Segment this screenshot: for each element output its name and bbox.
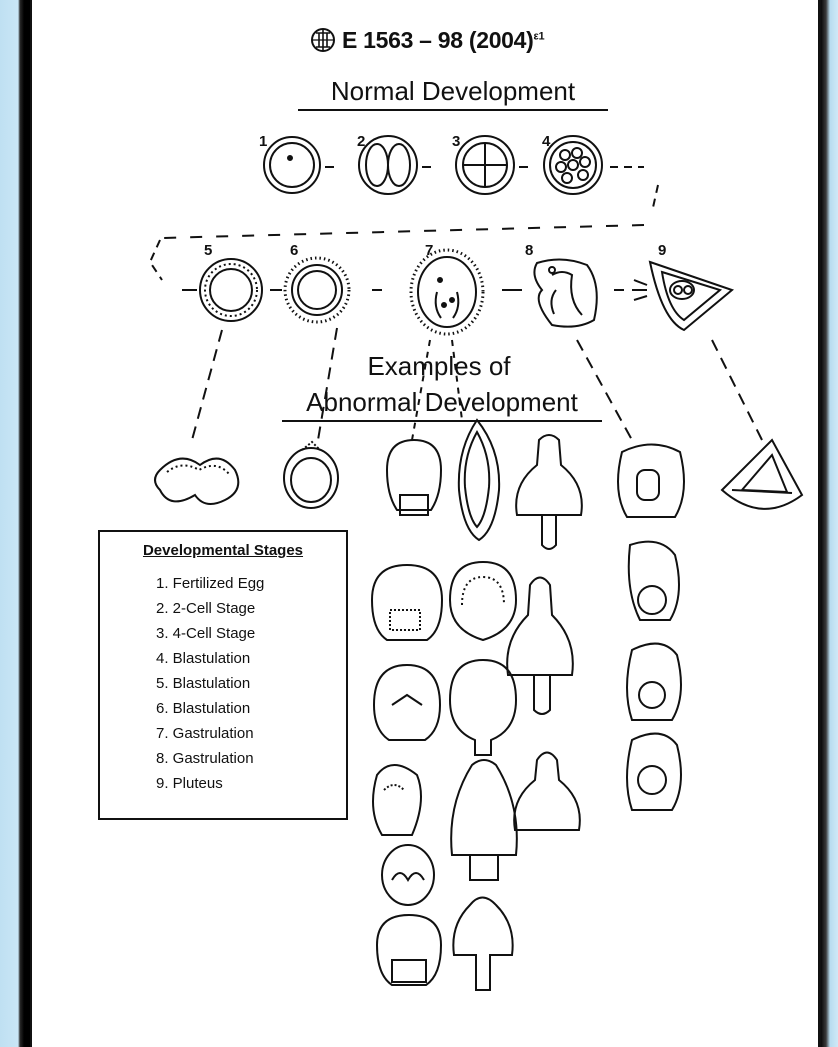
stage-2-drawing xyxy=(359,136,417,194)
abnormal-specimen xyxy=(155,459,238,504)
stage-6-drawing xyxy=(285,258,349,322)
stage-4-drawing xyxy=(544,136,602,194)
stage-number-9: 9 xyxy=(658,242,666,259)
stage-number-8: 8 xyxy=(525,242,533,259)
abnormal-specimen xyxy=(627,644,681,720)
legend-list: 1. Fertilized Egg 2. 2-Cell Stage 3. 4-C… xyxy=(110,571,336,796)
stage-number-6: 6 xyxy=(290,242,298,259)
stage-8-drawing xyxy=(534,259,596,326)
stage-5-drawing xyxy=(200,259,262,321)
abnormal-specimen xyxy=(451,760,517,880)
legend-item: 4. Blastulation xyxy=(156,646,336,671)
abnormal-specimen xyxy=(629,542,679,620)
stage-1-drawing xyxy=(264,137,320,193)
abnormal-specimen xyxy=(373,765,421,835)
abnormal-specimen xyxy=(618,445,684,518)
abnormal-specimen xyxy=(450,562,516,640)
stage-number-5: 5 xyxy=(204,242,212,259)
abnormal-specimen xyxy=(374,665,440,740)
abnormal-specimen xyxy=(284,442,338,508)
legend-item: 9. Pluteus xyxy=(156,771,336,796)
legend-item: 5. Blastulation xyxy=(156,671,336,696)
legend-title: Developmental Stages xyxy=(110,542,336,559)
abnormal-specimen xyxy=(372,565,442,640)
legend-item: 6. Blastulation xyxy=(156,696,336,721)
legend-item: 2. 2-Cell Stage xyxy=(156,596,336,621)
document-page: E 1563 – 98 (2004)ε1 Normal Development … xyxy=(30,0,821,1047)
abnormal-specimen xyxy=(627,734,681,810)
stage-number-3: 3 xyxy=(452,133,460,150)
abnormal-specimen xyxy=(516,435,582,549)
abnormal-specimen xyxy=(387,440,441,515)
abnormal-specimen xyxy=(507,578,573,715)
abnormal-specimen xyxy=(459,420,499,540)
abnormal-specimen xyxy=(382,845,434,905)
legend-item: 8. Gastrulation xyxy=(156,746,336,771)
stage-3-drawing xyxy=(456,136,514,194)
developmental-stages-legend: Developmental Stages 1. Fertilized Egg 2… xyxy=(98,530,348,820)
stage-number-1: 1 xyxy=(259,133,267,150)
abnormal-specimen xyxy=(514,753,580,831)
stage-9-drawing xyxy=(632,262,732,330)
abnormal-specimen xyxy=(722,440,802,509)
legend-item: 3. 4-Cell Stage xyxy=(156,621,336,646)
legend-item: 1. Fertilized Egg xyxy=(156,571,336,596)
abnormal-specimen xyxy=(450,660,516,755)
abnormal-specimen xyxy=(453,898,512,991)
stage-number-7: 7 xyxy=(425,242,433,259)
development-diagram: 1 2 3 4 xyxy=(32,0,823,1047)
abnormal-specimen xyxy=(377,915,441,985)
legend-item: 7. Gastrulation xyxy=(156,721,336,746)
stage-7-drawing xyxy=(411,250,483,334)
